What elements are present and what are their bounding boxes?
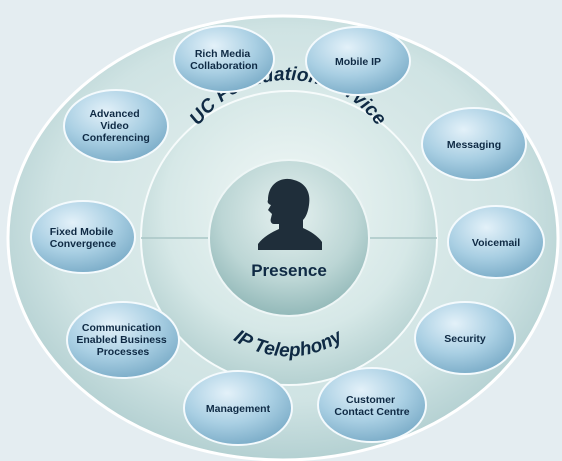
svg-text:Mobile IP: Mobile IP (335, 56, 381, 68)
bubble-mobile-ip-line-1: Mobile IP (335, 56, 381, 68)
svg-text:Customer Contact Centr: Customer Contact Centre (334, 394, 409, 418)
svg-text:Advanced Video: Advanced Video Conferencing (82, 108, 150, 144)
bubble-communication-enabled-line-3: Processes (97, 346, 150, 358)
bubble-advanced-video-line-2: Video (100, 120, 128, 132)
bubble-advanced-video-line-1: Advanced (89, 108, 139, 120)
bubble-security-line-1: Security (444, 333, 486, 345)
svg-text:Messaging: Messaging (447, 139, 501, 151)
bubble-fixed-mobile: Fixed Mobile Convergence (30, 200, 136, 274)
svg-text:Security: Security (444, 333, 486, 345)
bubble-customer-contact: Customer Contact Centre (317, 367, 427, 443)
bubble-fixed-mobile-line-1: Fixed Mobile (50, 226, 114, 238)
bubble-mobile-ip: Mobile IP (305, 26, 411, 96)
bubble-advanced-video: Advanced Video Conferencing (63, 89, 169, 163)
bubble-communication-enabled-line-1: Communication (82, 322, 161, 334)
svg-text:Communication Enabled: Communication Enabled Business Processes (76, 322, 169, 358)
bubble-rich-media: Rich Media Collaboration (173, 25, 275, 93)
bubble-rich-media-line-1: Rich Media (195, 48, 251, 60)
bubble-messaging-line-1: Messaging (447, 139, 501, 151)
bubble-rich-media-line-2: Collaboration (190, 60, 258, 72)
svg-text:Fixed Mobile Convergen: Fixed Mobile Convergence (50, 226, 117, 250)
bubble-voicemail-line-1: Voicemail (472, 237, 520, 249)
bubble-customer-contact-line-1: Customer (346, 394, 395, 406)
presence-label: Presence (251, 261, 327, 280)
bubble-communication-enabled-line-2: Enabled Business (76, 334, 167, 346)
bubble-communication-enabled: Communication Enabled Business Processes (66, 301, 180, 379)
svg-text:Voicemail: Voicemail (472, 237, 520, 249)
bubble-messaging: Messaging (421, 107, 527, 181)
svg-text:Rich Media Collaborati: Rich Media Collaboration (190, 48, 258, 72)
person-silhouette-icon (258, 178, 322, 250)
bubble-management: Management (183, 370, 293, 446)
bubble-management-line-1: Management (206, 403, 271, 415)
bubble-advanced-video-line-3: Conferencing (82, 132, 150, 144)
service-bubbles: Rich Media Collaboration Mobile IP Advan… (30, 25, 545, 446)
svg-text:Management: Management (206, 403, 271, 415)
bubble-security: Security (414, 301, 516, 375)
bubble-customer-contact-line-2: Contact Centre (334, 406, 409, 418)
bubble-voicemail: Voicemail (447, 205, 545, 279)
bubble-fixed-mobile-line-2: Convergence (50, 238, 117, 250)
